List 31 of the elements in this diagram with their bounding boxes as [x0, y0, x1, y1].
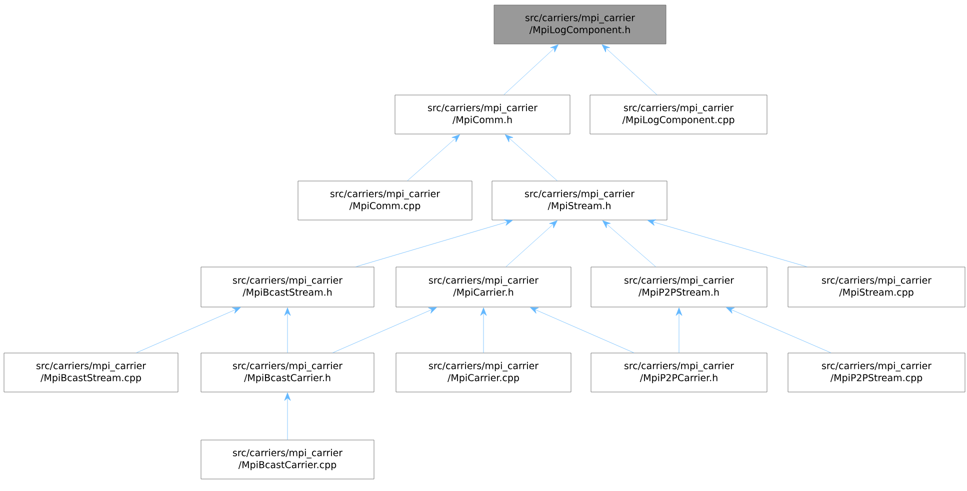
arrow	[602, 220, 656, 267]
arrow	[602, 44, 658, 95]
file-box: src/carriers/mpi_carrier /MpiCarrier.h	[396, 266, 572, 308]
file-box: src/carriers/mpi_carrier /MpiComm.h	[394, 94, 570, 134]
file-box: src/carriers/mpi_carrier /MpiBcastCarrier.h	[200, 352, 374, 392]
arrow	[530, 307, 634, 353]
arrow	[136, 307, 241, 353]
arrow	[726, 307, 832, 353]
arrow	[284, 392, 291, 440]
arrow	[332, 307, 437, 353]
arrow	[407, 134, 460, 181]
arrow	[647, 219, 808, 267]
arrow	[480, 308, 487, 353]
arrow	[284, 308, 291, 353]
arrow	[356, 219, 513, 267]
file-box: src/carriers/mpi_carrier /MpiStream.h	[492, 180, 668, 220]
file-box: src/carriers/mpi_carrier /MpiBcastStream.cpp	[4, 352, 178, 392]
file-box: src/carriers/mpi_carrier /MpiLogComponent.h	[494, 4, 666, 44]
file-box: src/carriers/mpi_carrier /MpiComm.cpp	[298, 180, 472, 220]
file-box: src/carriers/mpi_carrier /MpiBcastCarrier.cpp	[200, 440, 374, 480]
file-box: src/carriers/mpi_carrier /MpiBcastStream.h	[200, 266, 374, 308]
arrow	[676, 308, 682, 353]
file-box: src/carriers/mpi_carrier /MpiStream.cpp	[788, 266, 966, 308]
arrow	[504, 44, 558, 95]
arrow	[506, 220, 558, 267]
file-box: src/carriers/mpi_carrier /MpiP2PStream.h	[590, 266, 768, 308]
arrow	[504, 134, 558, 181]
file-box: src/carriers/mpi_carrier /MpiP2PStream.cpp	[788, 352, 966, 392]
file-box: src/carriers/mpi_carrier /MpiP2PCarrier.h	[590, 352, 768, 392]
file-box: src/carriers/mpi_carrier /MpiLogComponent.cpp	[590, 94, 768, 134]
file-box: src/carriers/mpi_carrier /MpiCarrier.cpp	[396, 352, 572, 392]
